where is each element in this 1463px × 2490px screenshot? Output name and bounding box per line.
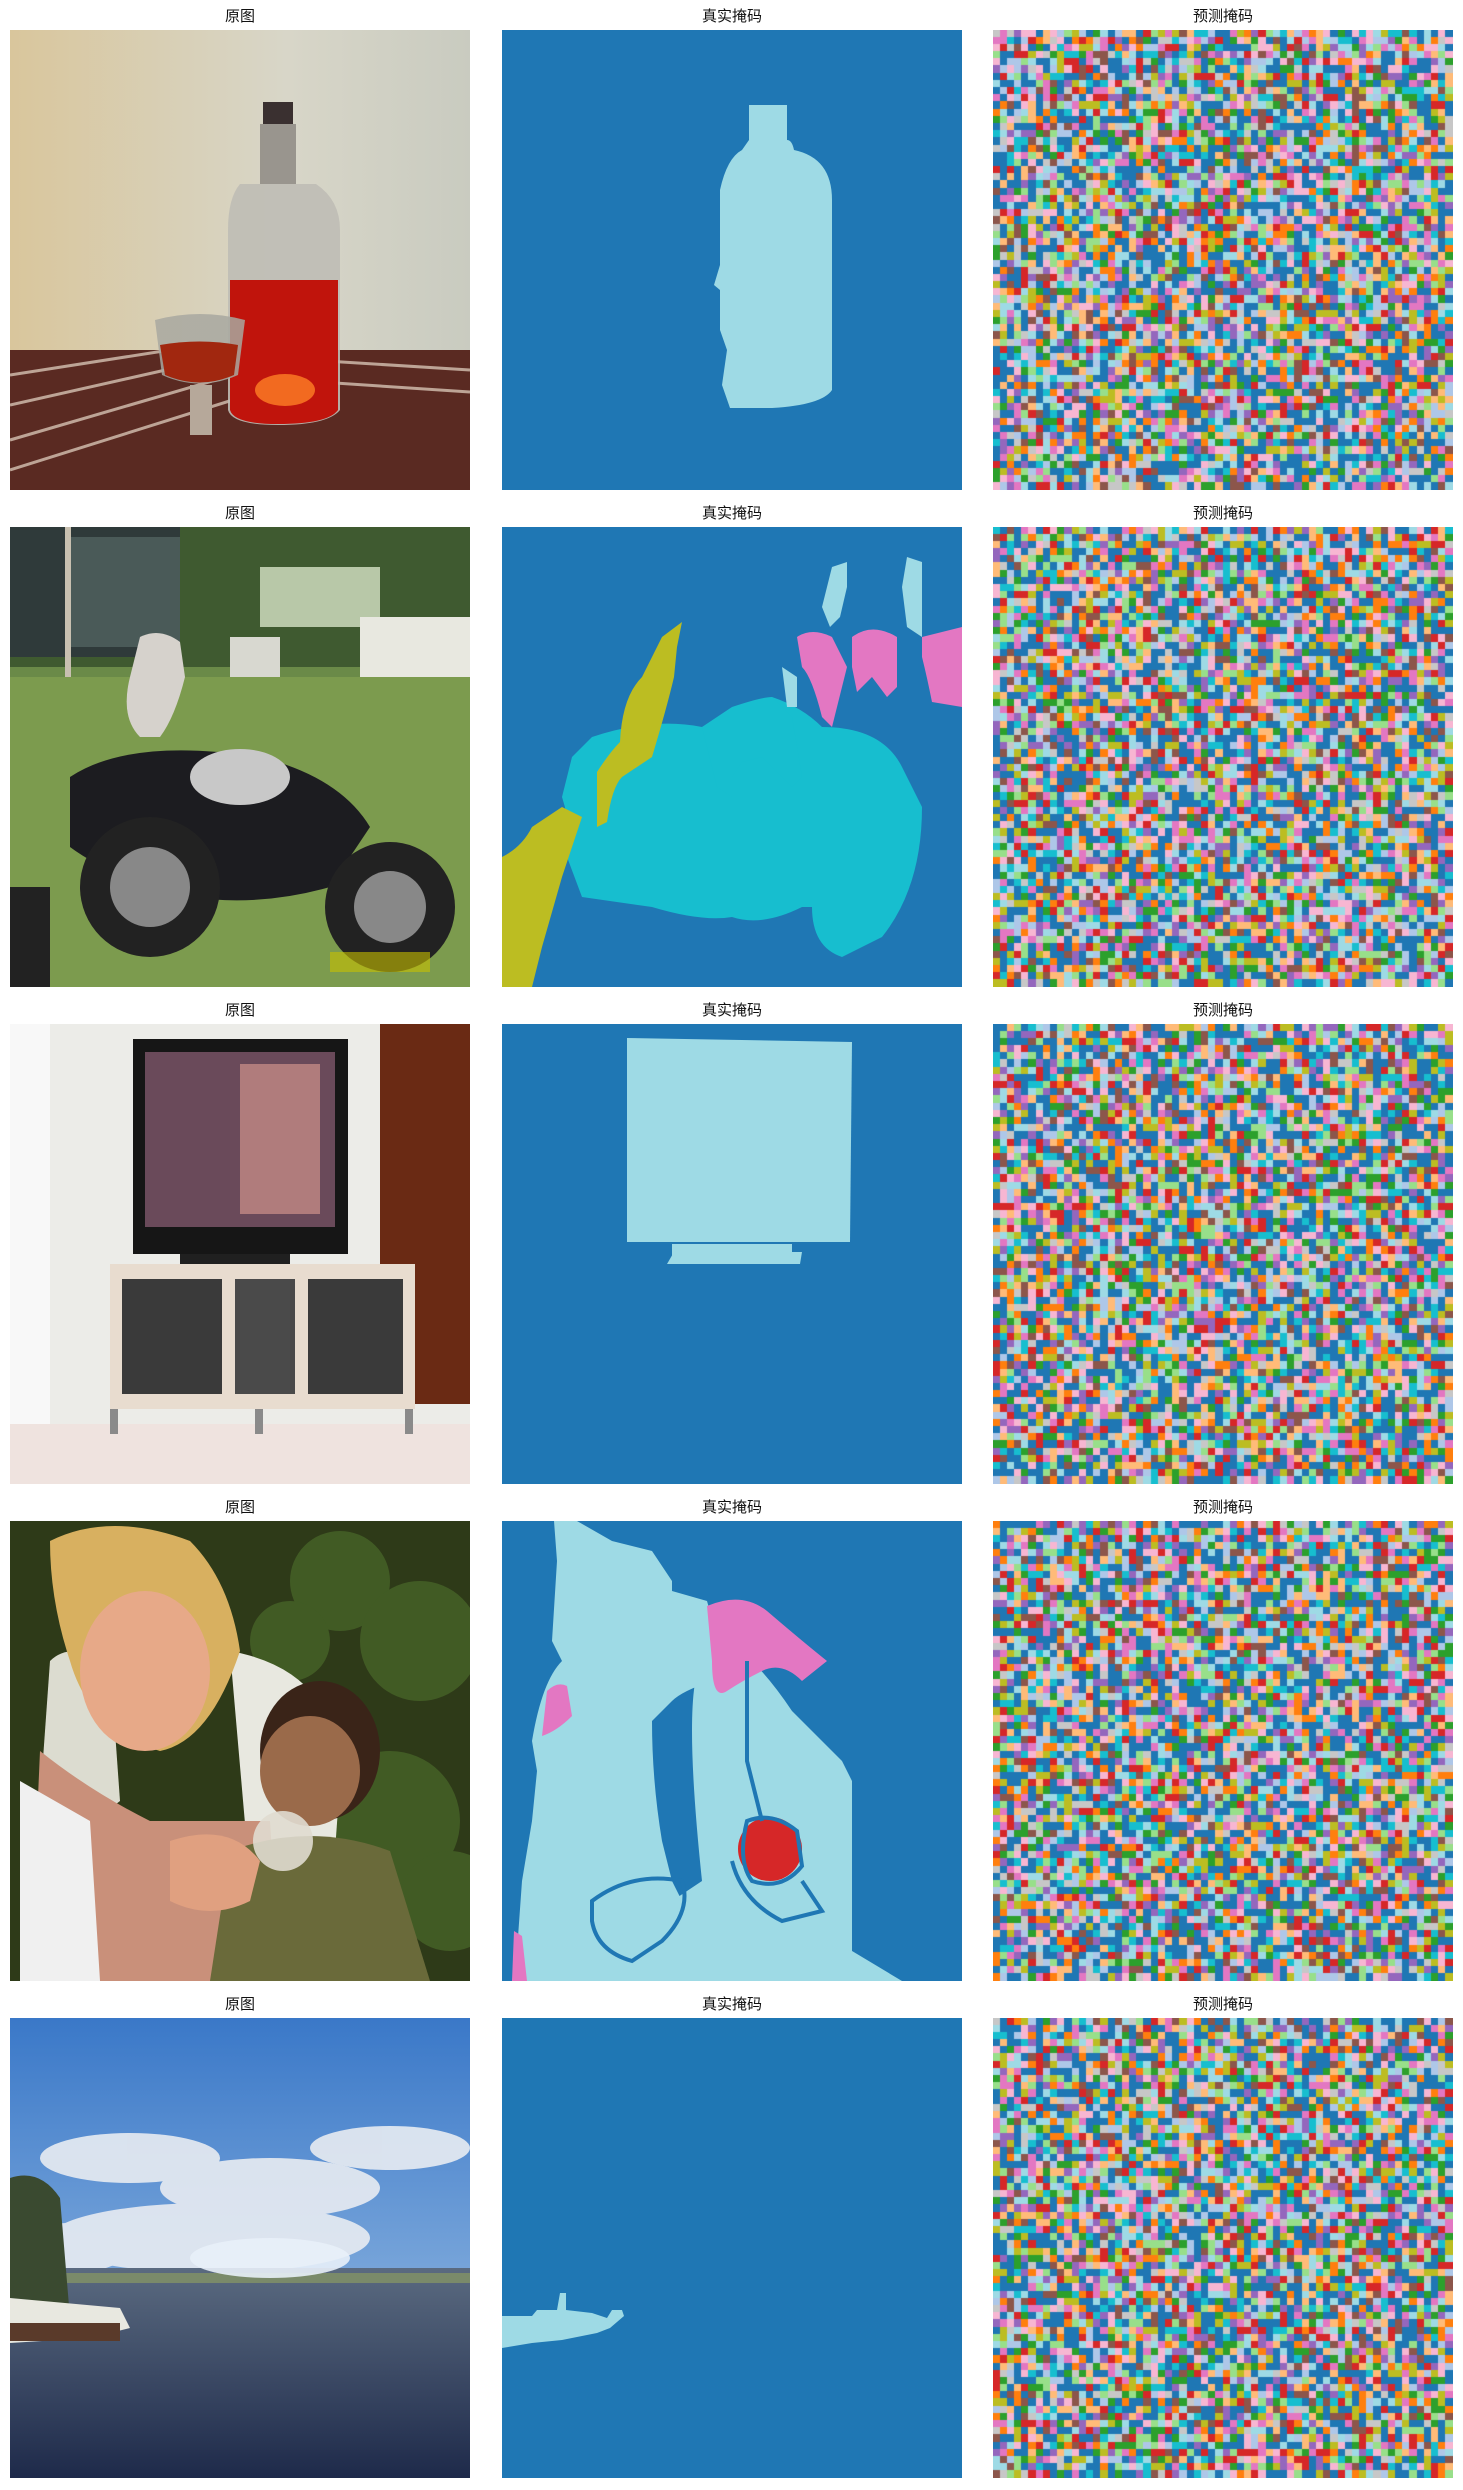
gt-mask-lake: [502, 2018, 962, 2478]
pred-noise-canvas: [993, 1024, 1453, 1484]
original-image-tv: [10, 1024, 470, 1484]
pred-mask-2: [993, 527, 1453, 987]
pred-noise-canvas: [993, 1521, 1453, 1981]
title-pred-2: 预测掩码: [1192, 504, 1253, 522]
title-gt-2: 真实掩码: [701, 504, 762, 522]
original-image-bottle: [10, 30, 470, 490]
title-gt-3: 真实掩码: [701, 1001, 762, 1019]
gt-mask-tv: [502, 1024, 962, 1484]
title-original-4: 原图: [224, 1498, 255, 1516]
gt-mask-motorcycle: [502, 527, 962, 987]
original-image-motorcycle: [10, 527, 470, 987]
pred-noise-canvas: [993, 2018, 1453, 2478]
title-original-1: 原图: [224, 7, 255, 25]
title-pred-1: 预测掩码: [1192, 7, 1253, 25]
pred-mask-4: [993, 1521, 1453, 1981]
title-original-2: 原图: [224, 504, 255, 522]
title-gt-4: 真实掩码: [701, 1498, 762, 1516]
original-image-woman-baby: [10, 1521, 470, 1981]
gt-mask-woman-baby: [502, 1521, 962, 1981]
title-pred-4: 预测掩码: [1192, 1498, 1253, 1516]
title-original-3: 原图: [224, 1001, 255, 1019]
pred-noise-canvas: [993, 527, 1453, 987]
title-pred-3: 预测掩码: [1192, 1001, 1253, 1019]
title-original-5: 原图: [224, 1995, 255, 2013]
title-gt-5: 真实掩码: [701, 1995, 762, 2013]
original-image-lake: [10, 2018, 470, 2478]
title-pred-5: 预测掩码: [1192, 1995, 1253, 2013]
title-gt-1: 真实掩码: [701, 7, 762, 25]
pred-noise-canvas: [993, 30, 1453, 490]
pred-mask-1: [993, 30, 1453, 490]
gt-mask-bottle: [502, 30, 962, 490]
pred-mask-3: [993, 1024, 1453, 1484]
pred-mask-5: [993, 2018, 1453, 2478]
